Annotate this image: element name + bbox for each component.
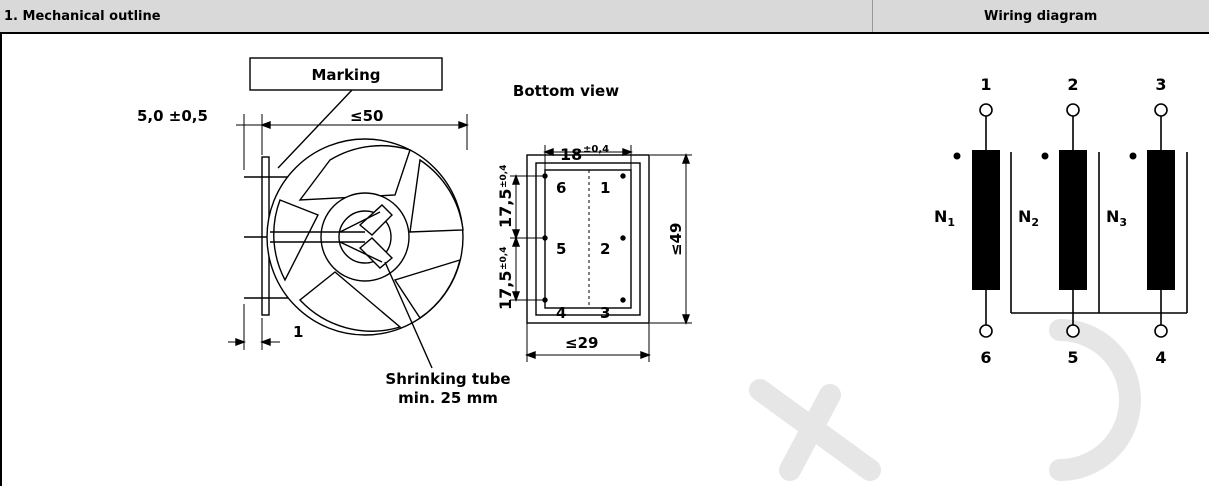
section-header: 1. Mechanical outline Wiring diagram: [0, 0, 1209, 34]
polarity-dot: [1041, 152, 1049, 160]
base-dimension: 1: [293, 323, 303, 341]
pin-label: 2: [600, 240, 610, 258]
terminal-label: 1: [980, 75, 991, 94]
bottom-view: [510, 145, 692, 362]
winding-core-n2: [1059, 150, 1087, 290]
terminal-label: 4: [1155, 348, 1166, 367]
wiring-diagram: [979, 103, 1188, 338]
pin-spacing-dimension: 18: [560, 145, 582, 164]
watermark: [749, 319, 1141, 481]
winding-label-n1: N1: [934, 207, 955, 229]
pitch-lower-dimension: 17,5: [496, 271, 515, 310]
pitch-lower-tolerance: ±0,4: [499, 247, 509, 270]
pitch-upper-dimension: 17,5: [496, 189, 515, 228]
diameter-dimension: ≤50: [350, 107, 383, 125]
pin-label: 3: [600, 304, 610, 322]
winding-cores: [953, 150, 1175, 290]
polarity-dot: [1129, 152, 1137, 160]
pin-spacing-tolerance: ±0,4: [583, 144, 609, 155]
winding-label-n2: N2: [1018, 207, 1039, 229]
pin-label: 5: [556, 240, 566, 258]
pin-label: 6: [556, 179, 566, 197]
wiring-diagram-title: Wiring diagram: [984, 9, 1098, 24]
winding-core-n1: [972, 150, 1000, 290]
lead-offset-dimension: 5,0 ±0,5: [137, 107, 208, 125]
terminal-label: 6: [980, 348, 991, 367]
terminal-label: 3: [1155, 75, 1166, 94]
bottom-view-label: Bottom view: [513, 82, 619, 100]
header-divider: [872, 0, 873, 32]
polarity-dot: [953, 152, 961, 160]
pin-label: 1: [600, 179, 610, 197]
terminal-label: 2: [1067, 75, 1078, 94]
winding-core-n3: [1147, 150, 1175, 290]
toroid-side-view: [228, 57, 469, 369]
shrinking-tube-min-length: min. 25 mm: [398, 389, 498, 407]
pin-label: 4: [556, 304, 566, 322]
pitch-upper-tolerance: ±0,4: [499, 165, 509, 188]
shrinking-tube-label: Shrinking tube: [385, 370, 510, 388]
winding-label-n3: N3: [1106, 207, 1127, 229]
terminal-label: 5: [1067, 348, 1078, 367]
height-dimension: ≤49: [667, 223, 685, 256]
section-title: 1. Mechanical outline: [4, 9, 161, 24]
width-dimension: ≤29: [565, 334, 598, 352]
marking-label: Marking: [312, 66, 381, 84]
